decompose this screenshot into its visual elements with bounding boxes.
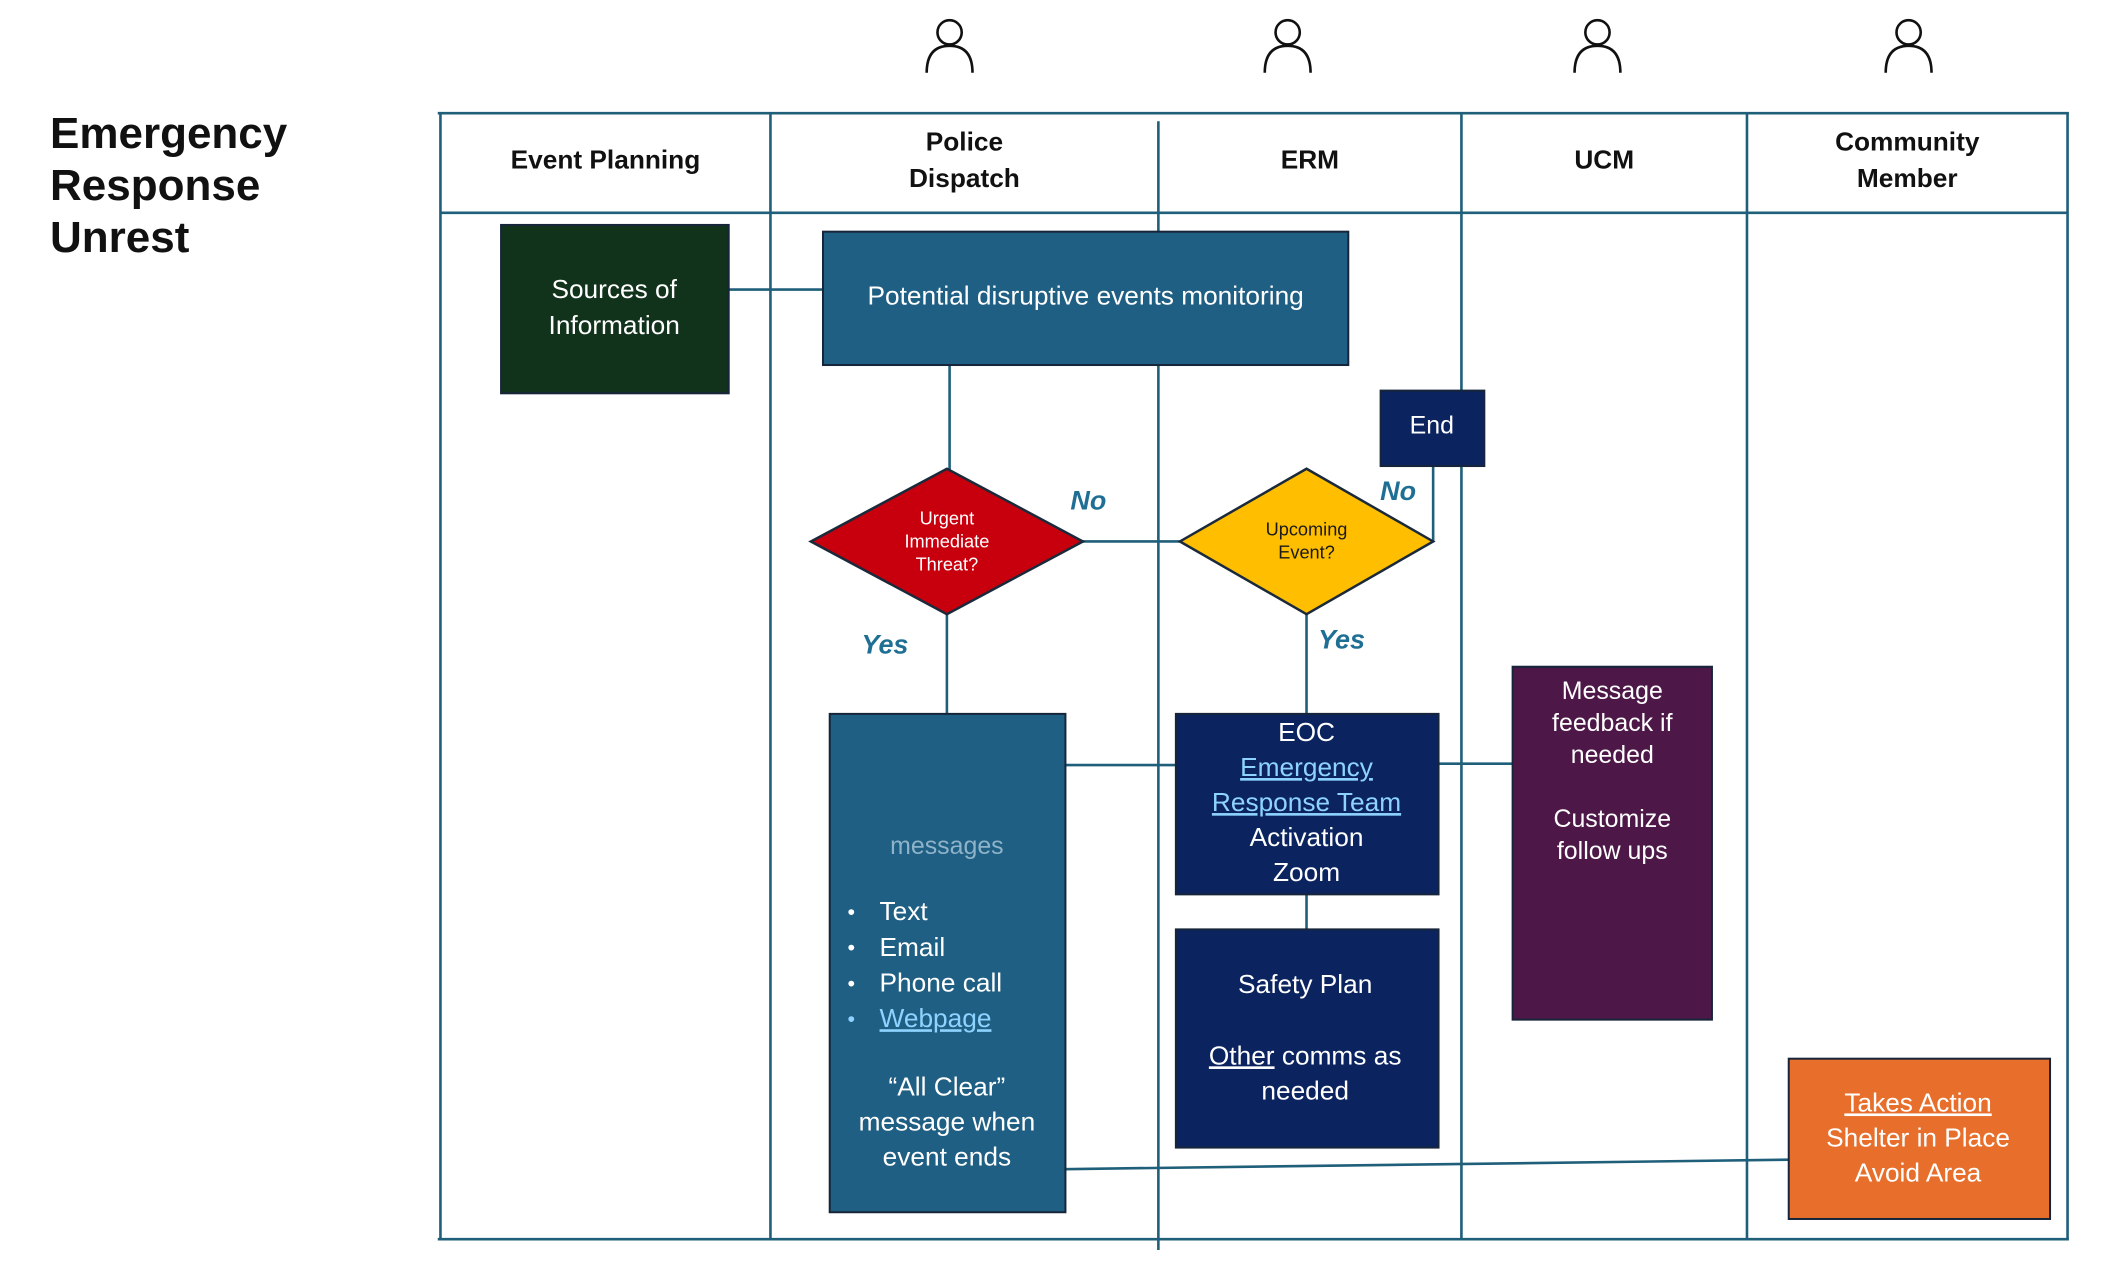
- person-icon-head: [1895, 18, 1923, 46]
- person-icon: [1884, 18, 1933, 73]
- urgent-threat-text: Threat?: [916, 555, 979, 575]
- upcoming-event-text: Event?: [1278, 542, 1335, 562]
- person-icon-body: [925, 44, 974, 73]
- lane-header-1-line-1: Event Planning: [511, 145, 701, 175]
- takes-action-text: Takes Action: [1844, 1087, 1991, 1117]
- lane-header-2-line-2: Dispatch: [909, 163, 1020, 193]
- bullet-dot: •: [847, 899, 855, 924]
- message-feedback-text: follow ups: [1557, 837, 1668, 865]
- emergency-response-team-link: Emergency: [1240, 752, 1374, 782]
- takes-action-text: Avoid Area: [1855, 1157, 1982, 1187]
- bullet-dot: •: [847, 970, 855, 995]
- lane-header-2-line-1: Police: [926, 126, 1003, 156]
- edge-label-urgent-yes: Yes: [861, 630, 908, 660]
- lane-header-5-line-1: Community: [1835, 126, 1980, 156]
- lane-header-4-line-1: UCM: [1574, 145, 1634, 175]
- channel-item: Email: [880, 932, 946, 962]
- upcoming-event-decision: [1177, 467, 1436, 616]
- lane-header-5-line-2: Member: [1857, 163, 1958, 193]
- message-feedback-text: needed: [1571, 741, 1654, 769]
- person-icon-head: [1274, 18, 1302, 46]
- connector-messages-takes-action: [1064, 1158, 1789, 1171]
- eoc-text: EOC: [1278, 717, 1335, 747]
- diagram-title: Emergency Response Unrest: [50, 108, 287, 264]
- upcoming-event-text: Upcoming: [1266, 519, 1348, 539]
- channel-item: Text: [880, 896, 929, 926]
- safety-plan-title: Safety Plan: [1238, 969, 1372, 999]
- end-box: [1379, 389, 1486, 468]
- urgent-threat-text: Urgent: [920, 509, 975, 529]
- takes-action-text: Shelter in Place: [1826, 1122, 2010, 1152]
- person-icon-body: [1263, 44, 1312, 73]
- person-icon-body: [1884, 44, 1933, 73]
- all-clear-text: message when: [859, 1106, 1036, 1136]
- edge-label-urgent-no: No: [1070, 486, 1106, 516]
- title-line-1: Emergency: [50, 109, 288, 158]
- messages-box: [828, 712, 1067, 1214]
- other-comms-text: Other comms as: [1209, 1040, 1402, 1070]
- eoc-text: Activation: [1250, 822, 1364, 852]
- webpage-link: Webpage: [880, 1003, 992, 1033]
- bullet-dot: •: [847, 1006, 855, 1031]
- safety-plan-box: [1174, 928, 1440, 1149]
- sources-of-information-box: [500, 223, 730, 395]
- urgent-threat-text: Immediate: [904, 532, 989, 552]
- eoc-activation-box: [1174, 712, 1440, 896]
- title-line-3: Unrest: [50, 213, 190, 262]
- eoc-text: Zoom: [1273, 857, 1340, 887]
- person-icon-head: [936, 18, 964, 46]
- message-feedback-text: feedback if: [1552, 709, 1673, 737]
- sources-of-information-text: Sources of: [551, 274, 677, 304]
- person-icon-head: [1584, 18, 1611, 46]
- monitoring-text: Potential disruptive events monitoring: [867, 281, 1303, 311]
- sources-of-information-text: Information: [549, 310, 680, 340]
- other-comms-text: needed: [1261, 1075, 1349, 1105]
- messages-heading: messages: [890, 832, 1004, 860]
- channel-item: Phone call: [880, 968, 1003, 998]
- takes-action-box: [1787, 1057, 2052, 1220]
- message-feedback-box: [1511, 665, 1713, 1021]
- message-feedback-text: Message: [1562, 677, 1663, 705]
- lane-header-3-line-1: ERM: [1281, 145, 1339, 175]
- person-icon: [925, 18, 974, 73]
- edge-label-upcoming-yes: Yes: [1318, 624, 1365, 654]
- bullet-dot: •: [847, 935, 855, 960]
- edge-label-upcoming-no: No: [1380, 476, 1416, 506]
- urgent-threat-decision: [808, 467, 1086, 616]
- person-icon-body: [1573, 44, 1622, 73]
- message-feedback-text: Customize: [1553, 805, 1671, 833]
- all-clear-text: event ends: [883, 1141, 1011, 1171]
- emergency-response-team-link: Response Team: [1212, 787, 1401, 817]
- end-text: End: [1410, 412, 1454, 440]
- person-icon: [1573, 18, 1622, 73]
- person-icon: [1263, 18, 1312, 73]
- title-line-2: Response: [50, 161, 261, 210]
- monitoring-box: [821, 230, 1350, 367]
- all-clear-text: “All Clear”: [889, 1071, 1006, 1101]
